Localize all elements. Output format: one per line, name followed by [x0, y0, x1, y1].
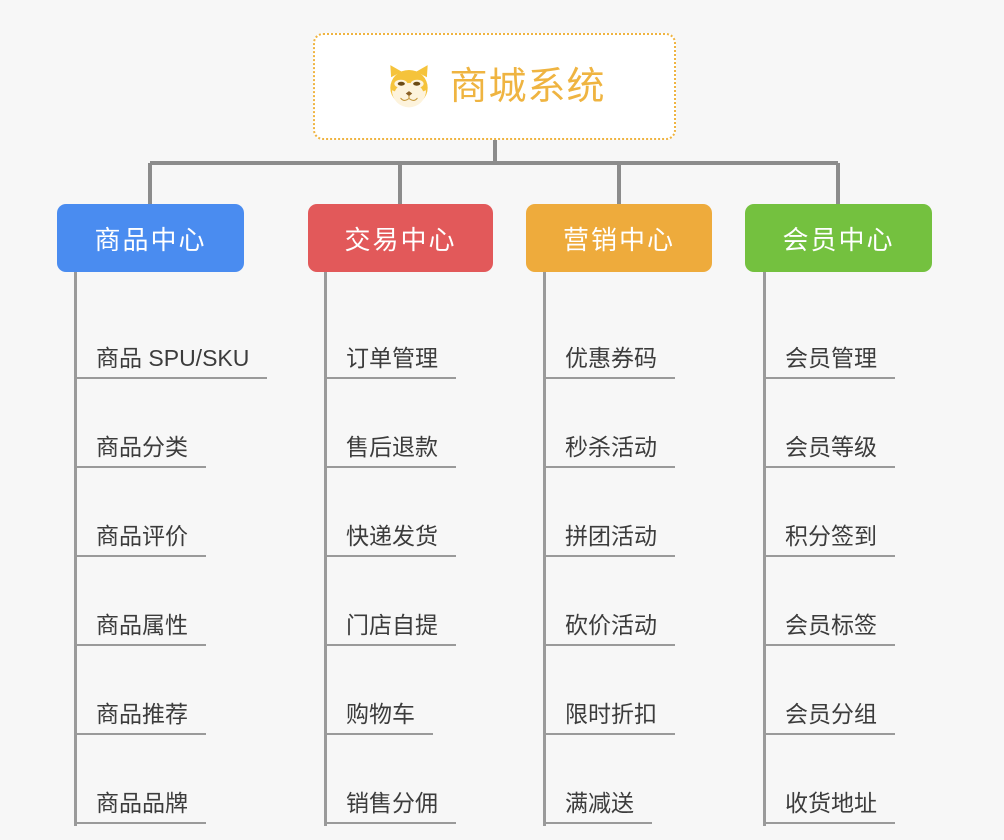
leaf-underline: 门店自提: [324, 611, 456, 646]
leaf-item[interactable]: 商品分类: [57, 379, 267, 468]
leaf-item[interactable]: 拼团活动: [526, 468, 712, 557]
leaf-underline: 售后退款: [324, 433, 456, 468]
branch-营销中心: 营销中心 优惠券码 秒杀活动 拼团活动 砍价活动 限时折扣 满减送: [526, 204, 712, 826]
branch-body-1: 商品 SPU/SKU 商品分类 商品评价 商品属性 商品推荐 商品品牌: [57, 272, 268, 826]
leaf-label: 商品评价: [96, 522, 188, 549]
leaf-item[interactable]: 商品品牌: [57, 735, 267, 824]
leaf-item[interactable]: 购物车: [308, 646, 493, 735]
branch-header-1[interactable]: 商品中心: [57, 204, 244, 272]
leaf-label: 积分签到: [785, 522, 877, 549]
leaf-item[interactable]: 优惠券码: [526, 290, 712, 379]
leaf-label: 订单管理: [346, 344, 438, 371]
leaf-underline: 商品品牌: [74, 789, 206, 824]
branch-body-3: 优惠券码 秒杀活动 拼团活动 砍价活动 限时折扣 满减送: [526, 272, 712, 826]
branch-header-label-3: 营销中心: [562, 224, 675, 255]
branch-header-label-2: 交易中心: [344, 224, 457, 255]
leaf-label: 优惠券码: [565, 344, 657, 371]
leaf-underline: 拼团活动: [543, 522, 675, 557]
branch-header-4[interactable]: 会员中心: [745, 204, 932, 272]
leaf-label: 快递发货: [346, 522, 438, 549]
leaf-item[interactable]: 积分签到: [745, 468, 932, 557]
leaf-label: 秒杀活动: [565, 433, 657, 460]
leaf-underline: 秒杀活动: [543, 433, 675, 468]
leaf-underline: 收货地址: [763, 789, 895, 824]
leaf-item[interactable]: 会员等级: [745, 379, 932, 468]
branch-spine-4: [763, 272, 766, 826]
leaf-underline: 限时折扣: [543, 700, 675, 735]
leaf-label: 收货地址: [785, 789, 877, 816]
leaf-label: 限时折扣: [565, 700, 657, 727]
leaf-label: 商品品牌: [96, 789, 188, 816]
leaf-label: 会员分组: [785, 700, 877, 727]
leaf-underline: 会员等级: [763, 433, 895, 468]
branch-body-2: 订单管理 售后退款 快递发货 门店自提 购物车 销售分佣: [308, 272, 493, 826]
root-title: 商城系统: [449, 65, 606, 108]
leaf-underline: 满减送: [543, 789, 652, 824]
leaf-underline: 积分签到: [763, 522, 895, 557]
leaf-item[interactable]: 收货地址: [745, 735, 932, 824]
branch-spine-3: [543, 272, 546, 826]
leaf-label: 会员管理: [785, 344, 877, 371]
leaf-underline: 商品推荐: [74, 700, 206, 735]
leaf-label: 砍价活动: [565, 611, 657, 638]
root-node[interactable]: 商城系统: [313, 33, 676, 140]
branch-spine-2: [324, 272, 327, 826]
leaf-underline: 购物车: [324, 700, 433, 735]
leaf-underline: 商品属性: [74, 611, 206, 646]
leaf-item[interactable]: 商品评价: [57, 468, 267, 557]
branch-body-4: 会员管理 会员等级 积分签到 会员标签 会员分组 收货地址: [745, 272, 932, 826]
leaf-underline: 会员分组: [763, 700, 895, 735]
branch-交易中心: 交易中心 订单管理 售后退款 快递发货 门店自提 购物车 销售分佣: [308, 204, 493, 826]
leaf-label: 会员等级: [785, 433, 877, 460]
leaf-item[interactable]: 限时折扣: [526, 646, 712, 735]
leaf-item[interactable]: 秒杀活动: [526, 379, 712, 468]
leaf-label: 销售分佣: [346, 789, 438, 816]
leaf-item[interactable]: 砍价活动: [526, 557, 712, 646]
leaf-item[interactable]: 销售分佣: [308, 735, 493, 824]
branch-会员中心: 会员中心 会员管理 会员等级 积分签到 会员标签 会员分组 收货地址: [745, 204, 932, 826]
leaf-label: 商品推荐: [96, 700, 188, 727]
leaf-item[interactable]: 会员管理: [745, 290, 932, 379]
leaf-item[interactable]: 快递发货: [308, 468, 493, 557]
leaf-item[interactable]: 商品推荐: [57, 646, 267, 735]
branch-header-3[interactable]: 营销中心: [526, 204, 712, 272]
branch-商品中心: 商品中心 商品 SPU/SKU 商品分类 商品评价 商品属性 商品推荐 商品品牌: [57, 204, 268, 826]
leaf-item[interactable]: 商品属性: [57, 557, 267, 646]
leaf-underline: 快递发货: [324, 522, 456, 557]
leaf-item[interactable]: 满减送: [526, 735, 712, 824]
leaf-label: 门店自提: [346, 611, 438, 638]
leaf-label: 满减送: [565, 789, 634, 816]
leaf-underline: 商品评价: [74, 522, 206, 557]
leaf-underline: 优惠券码: [543, 344, 675, 379]
leaf-item[interactable]: 商品 SPU/SKU: [57, 290, 268, 379]
branch-header-label-1: 商品中心: [94, 224, 207, 255]
leaf-item[interactable]: 订单管理: [308, 290, 493, 379]
leaf-label: 售后退款: [346, 433, 438, 460]
leaf-label: 商品分类: [96, 433, 188, 460]
leaf-underline: 会员标签: [763, 611, 895, 646]
shiba-dog-face-icon: [390, 64, 429, 107]
leaf-label: 商品 SPU/SKU: [96, 344, 250, 371]
leaf-underline: 商品分类: [74, 433, 206, 468]
leaf-underline: 销售分佣: [324, 789, 456, 824]
branch-header-label-4: 会员中心: [782, 224, 895, 255]
leaf-label: 商品属性: [96, 611, 188, 638]
leaf-underline: 商品 SPU/SKU: [74, 344, 268, 379]
leaf-underline: 会员管理: [763, 344, 895, 379]
leaf-underline: 订单管理: [324, 344, 456, 379]
leaf-label: 拼团活动: [565, 522, 657, 549]
branch-spine-1: [74, 272, 77, 826]
leaf-item[interactable]: 会员分组: [745, 646, 932, 735]
leaf-label: 会员标签: [785, 611, 877, 638]
branch-header-2[interactable]: 交易中心: [308, 204, 493, 272]
leaf-underline: 砍价活动: [543, 611, 675, 646]
leaf-item[interactable]: 售后退款: [308, 379, 493, 468]
leaf-item[interactable]: 门店自提: [308, 557, 493, 646]
leaf-item[interactable]: 会员标签: [745, 557, 932, 646]
leaf-label: 购物车: [346, 700, 415, 727]
